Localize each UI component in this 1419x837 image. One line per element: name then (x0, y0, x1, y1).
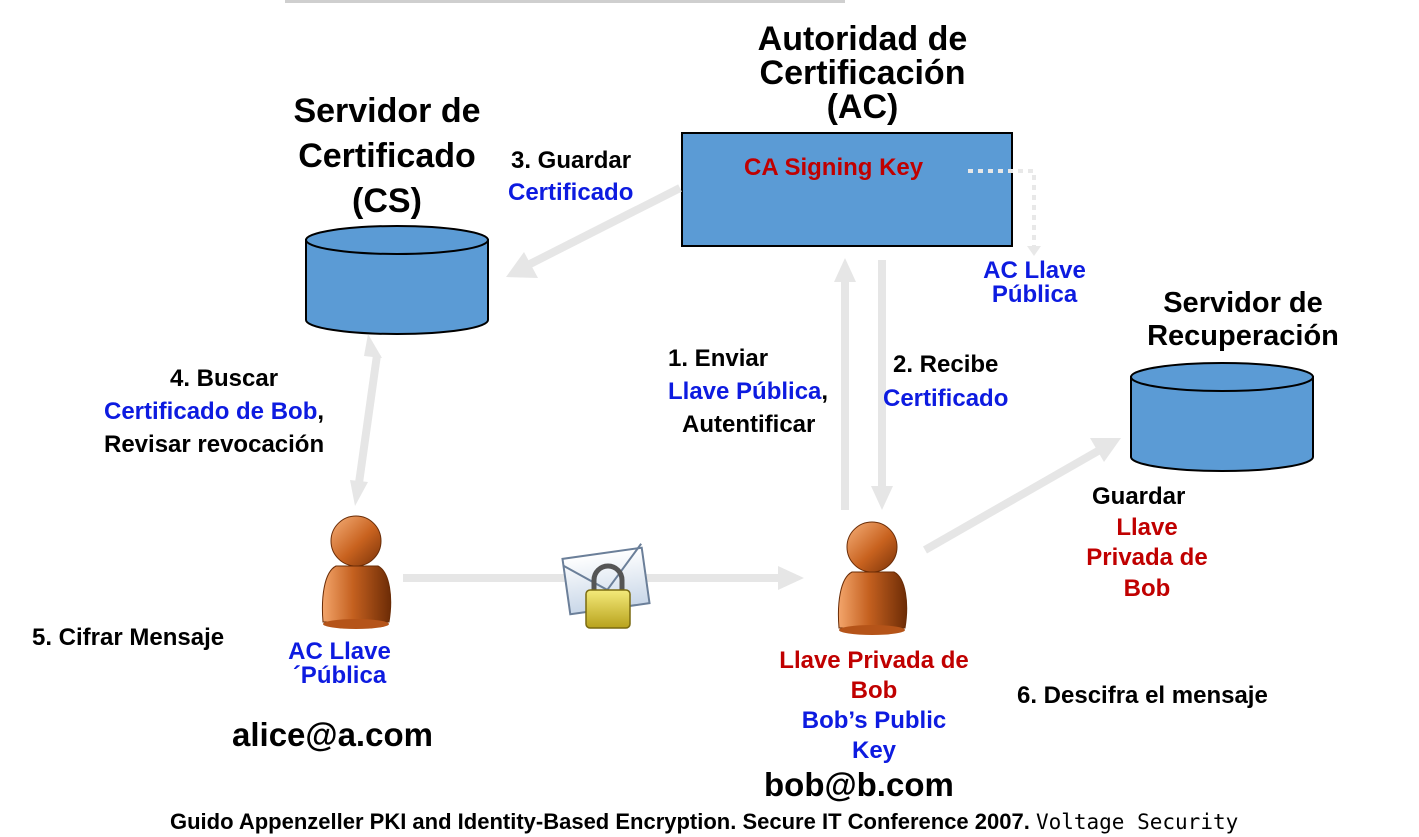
ca-signing-key-label: CA Signing Key (744, 154, 924, 181)
alice-key-line1: AC Llave (288, 638, 391, 665)
arrow-receive-certificate (871, 260, 893, 510)
bob-public-key-line1: Bob’s Public (801, 707, 947, 734)
recovery-title: Servidor de Recuperación (1123, 287, 1363, 354)
alice-key-line2: ´Pública (292, 662, 387, 689)
step4-certificate-text: Certificado de Bob (104, 398, 318, 426)
store-line1: Guardar (1092, 483, 1186, 510)
citation: Guido Appenzeller PKI and Identity-Based… (170, 809, 1238, 834)
ca-title-line3: (AC) (826, 88, 899, 126)
alice-person-icon (321, 515, 392, 629)
step2-label: 2. Recibe Certificado (883, 348, 1008, 415)
recovery-title-line1: Servidor de (1163, 287, 1323, 319)
store-private-key-label: Guardar Llave Privada de Bob (1062, 482, 1232, 605)
cs-database (305, 225, 489, 335)
signing-key-connector-head (1027, 246, 1041, 256)
step4-line2: Certificado de Bob, (104, 395, 324, 428)
step4-line1: 4. Buscar (170, 365, 279, 392)
citation-text: Guido Appenzeller PKI and Identity-Based… (170, 809, 1030, 834)
step3-line1: 3. Guardar (511, 147, 632, 174)
step2-line1: 2. Recibe (893, 351, 999, 378)
ca-title-line2: Certificación (759, 54, 966, 92)
bob-person-icon (837, 521, 908, 635)
step2-line2: Certificado (883, 384, 1009, 412)
arrow-lookup-certificate (350, 334, 382, 506)
ca-title-line1: Autoridad de (757, 20, 968, 58)
bob-public-key-line2: Key (851, 737, 897, 764)
store-line4: Bob (1123, 575, 1171, 603)
step5-label: 5. Cifrar Mensaje (32, 624, 225, 651)
step4-line3: Revisar revocación (104, 431, 325, 459)
arrow-store-certificate (506, 184, 682, 278)
bob-public-key: Bob’s Public Key (752, 706, 996, 766)
recovery-database (1130, 362, 1314, 472)
bob-private-key: Llave Privada de Bob (752, 646, 996, 706)
cs-title-line3: (CS) (352, 181, 422, 220)
cs-title-line2: Certificado (298, 136, 476, 175)
cs-title: Servidor de Certificado (CS) (262, 89, 512, 224)
step6-label: 6. Descifra el mensaje (1017, 682, 1268, 709)
recovery-title-line2: Recuperación (1147, 320, 1339, 353)
step4-comma: , (317, 398, 325, 426)
step3-line2: Certificado (508, 179, 634, 207)
alice-email: alice@a.com (232, 716, 433, 753)
bob-email: bob@b.com (764, 766, 954, 803)
step1-label: 1. Enviar Llave Pública, Autentificar (662, 342, 858, 441)
citation-source: Voltage Security (1035, 810, 1239, 834)
ca-title: Autoridad de Certificación (AC) (720, 22, 1005, 124)
bob-private-key-line2: Bob (850, 677, 898, 704)
step3-label: 3. Guardar Certificado (508, 145, 633, 210)
ca-public-key-line2: Pública (991, 281, 1078, 308)
ca-public-key-label: AC Llave Pública (962, 259, 1107, 307)
header-fragment (285, 0, 845, 3)
step1-comma: , (821, 378, 829, 406)
step1-line2: Llave Pública, (662, 375, 858, 408)
step1-public-key-text: Llave Pública (668, 378, 822, 406)
encrypted-envelope-icon (561, 543, 651, 629)
store-line2: Llave (1116, 513, 1178, 541)
alice-ca-public-key: AC Llave ´Pública (262, 640, 417, 688)
store-line3: Privada de (1086, 544, 1208, 572)
bob-private-key-line1: Llave Privada de (779, 647, 969, 674)
signing-key-connector (968, 169, 1036, 248)
arrow-store-private-key (923, 438, 1121, 554)
cs-title-line1: Servidor de (293, 92, 481, 130)
step1-line3: Autentificar (682, 411, 816, 439)
arrow-send-public-key (834, 258, 856, 510)
ca-public-key-line1: AC Llave (983, 257, 1086, 284)
ca-box (681, 132, 1013, 247)
step1-line1: 1. Enviar (668, 345, 769, 372)
step4-label: 4. Buscar Certificado de Bob, Revisar re… (104, 362, 324, 461)
